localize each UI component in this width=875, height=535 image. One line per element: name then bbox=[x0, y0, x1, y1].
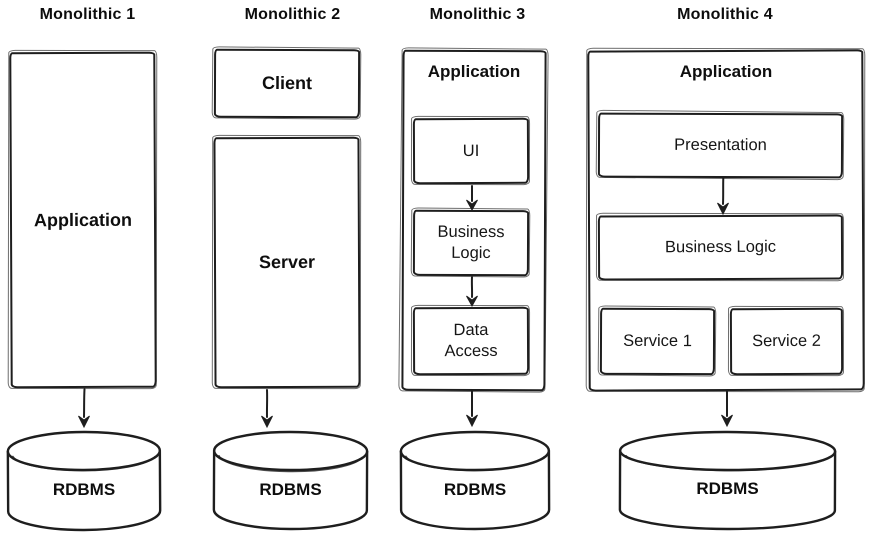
business-logic-label: Business Logic bbox=[664, 237, 777, 257]
arrow-down-icon bbox=[261, 389, 273, 429]
client-label: Client bbox=[261, 73, 313, 94]
column-monolithic-1: Monolithic 1 Application RDBMS bbox=[0, 0, 175, 535]
application-label: Application bbox=[33, 209, 133, 230]
column-title: Monolithic 3 bbox=[429, 6, 526, 23]
service-1-box: Service 1 bbox=[599, 307, 716, 376]
arrow-down-icon bbox=[466, 276, 478, 308]
application-label: Application bbox=[427, 62, 521, 81]
business-logic-label: Business Logic bbox=[437, 223, 505, 263]
arrow-down-icon bbox=[466, 185, 478, 212]
arrow-down-icon bbox=[721, 390, 733, 428]
application-label: Application bbox=[679, 62, 773, 81]
data-access-label: Data Access bbox=[444, 321, 498, 361]
ui-layer-label: UI bbox=[462, 141, 480, 160]
server-label: Server bbox=[258, 252, 316, 273]
application-box: Application bbox=[9, 51, 157, 389]
service-2-label: Service 2 bbox=[752, 332, 821, 351]
column-title: Monolithic 1 bbox=[39, 6, 136, 23]
database-cylinder bbox=[6, 430, 162, 532]
database-cylinder bbox=[212, 430, 369, 531]
column-title: Monolithic 2 bbox=[244, 6, 341, 23]
service-1-label: Service 1 bbox=[623, 332, 692, 351]
server-box: Server bbox=[213, 136, 361, 389]
column-title: Monolithic 4 bbox=[677, 6, 773, 23]
client-box: Client bbox=[213, 48, 361, 119]
column-monolithic-4: Monolithic 4 Application Presentation Bu… bbox=[575, 0, 875, 535]
database-label: RDBMS bbox=[259, 480, 322, 499]
presentation-label: Presentation bbox=[674, 136, 767, 155]
database-label: RDBMS bbox=[696, 479, 759, 498]
arrow-down-icon bbox=[466, 390, 478, 428]
database-label: RDBMS bbox=[443, 480, 507, 499]
database-label: RDBMS bbox=[52, 480, 116, 499]
column-monolithic-3: Monolithic 3 Application UI Business Log… bbox=[390, 0, 565, 535]
arrow-down-icon bbox=[78, 388, 90, 429]
ui-layer-box: UI bbox=[412, 117, 530, 185]
database-cylinder bbox=[399, 430, 551, 531]
business-logic-box: Business Logic bbox=[597, 214, 844, 281]
data-access-box: Data Access bbox=[412, 306, 530, 376]
arrow-down-icon bbox=[717, 177, 729, 216]
presentation-box: Presentation bbox=[597, 112, 844, 179]
business-logic-box: Business Logic bbox=[412, 209, 530, 277]
service-2-box: Service 2 bbox=[729, 307, 844, 376]
column-monolithic-2: Monolithic 2 Client Server RDBMS bbox=[200, 0, 385, 535]
database-cylinder bbox=[618, 430, 837, 531]
